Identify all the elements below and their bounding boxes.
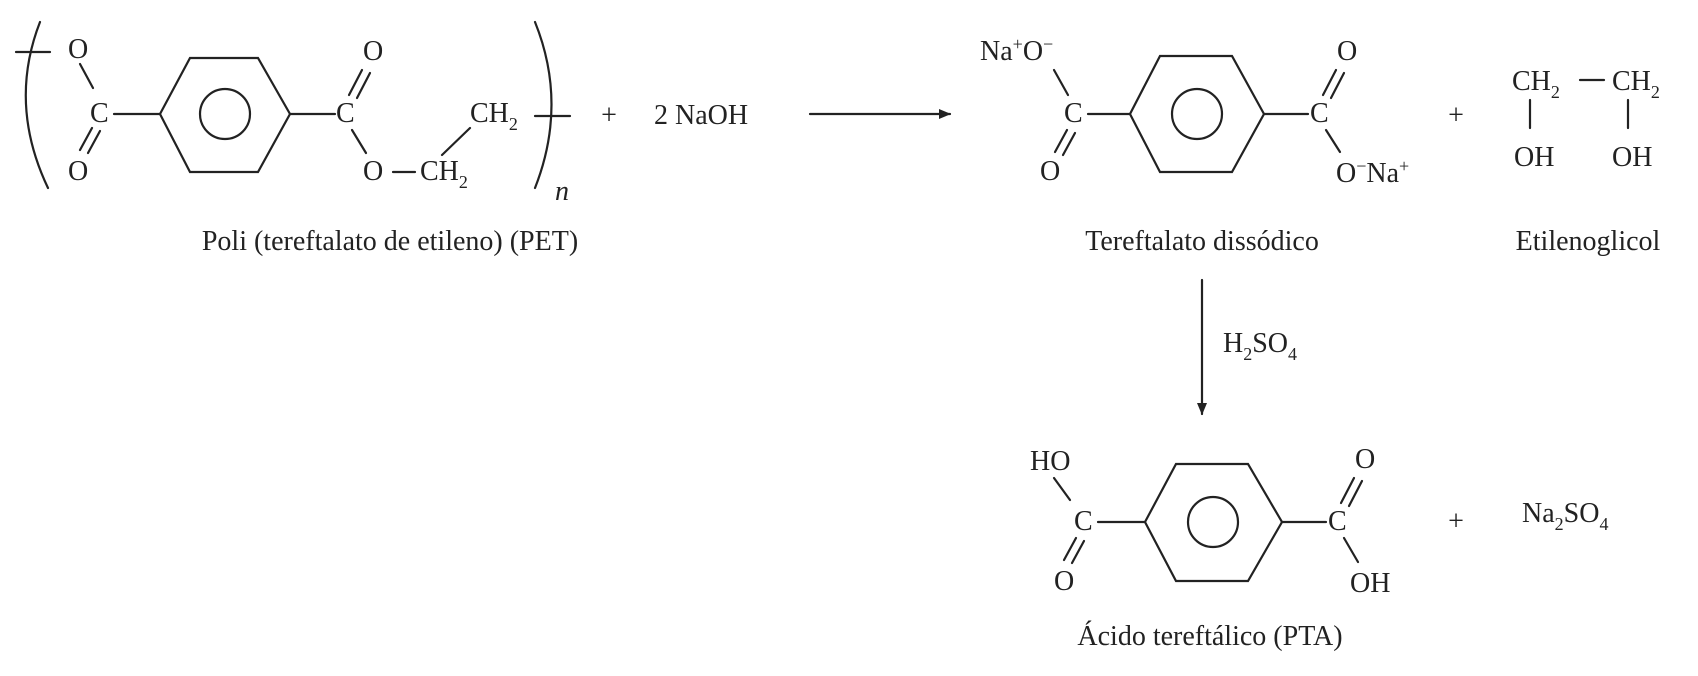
pet-benzene-ring: [158, 56, 292, 174]
eg-atom-oh-left: OH: [1514, 142, 1554, 173]
pet-bond: [78, 126, 94, 152]
tdn-bond: [1053, 128, 1069, 154]
plus-sign: +: [1448, 506, 1464, 537]
eg-atom-ch2-left: CH2: [1512, 66, 1560, 102]
pta-atom-o-top-right: O: [1355, 444, 1375, 475]
tdn-benzene-ring: [1128, 54, 1266, 174]
pta-bond: [1339, 476, 1356, 505]
pet-caption: Poli (tereftalato de etileno) (PET): [202, 226, 578, 257]
pta-bond: [1070, 539, 1086, 565]
pta-benzene-ring: [1143, 462, 1284, 583]
pet-aromatic-circle: [198, 87, 252, 141]
tdn-aromatic-circle: [1170, 87, 1224, 141]
pet-atom-ch2-upper: CH2: [470, 98, 518, 134]
pet-atom-o-bottom-left: O: [68, 156, 88, 187]
eg-caption: Etilenoglicol: [1516, 226, 1661, 257]
pta-bond: [1062, 536, 1078, 562]
sodium-sulfate: Na2SO4: [1522, 498, 1608, 534]
ethylene-glycol-structure: CH2 CH2 OH OH Etilenoglicol: [1512, 66, 1661, 257]
tdn-bond: [1061, 131, 1077, 157]
eg-atom-ch2-right: CH2: [1612, 66, 1660, 102]
pta-bond: [1342, 536, 1360, 564]
tdn-bond: [1324, 128, 1342, 154]
pet-atom-o-ester: O: [363, 156, 383, 187]
pta-atom-c-left: C: [1074, 506, 1093, 537]
pet-bond: [350, 128, 368, 155]
pet-atom-ch2-lower: CH2: [420, 156, 468, 192]
plus-sign: +: [1448, 100, 1464, 131]
eg-atom-oh-right: OH: [1612, 142, 1652, 173]
pta-atom-oh-right: OH: [1350, 568, 1390, 599]
pet-bond: [355, 71, 372, 100]
pta-atom-c-right: C: [1328, 506, 1347, 537]
tdn-atom-o-top-right: O: [1337, 36, 1357, 67]
h2so4-reagent: H2SO4: [1223, 328, 1297, 364]
pet-bond: [440, 126, 472, 157]
plus-sign: +: [601, 100, 617, 131]
tdn-bond: [1321, 68, 1338, 97]
pet-repeat-n: n: [555, 176, 569, 207]
pta-caption: Ácido tereftálico (PTA): [1077, 621, 1342, 652]
naoh-reagent: 2 NaOH: [654, 100, 748, 131]
tdn-atom-c-right: C: [1310, 98, 1329, 129]
pta-bond: [1347, 479, 1364, 508]
pta-aromatic-circle: [1186, 495, 1240, 549]
tdn-bond: [1329, 71, 1346, 100]
pet-atom-c-left: C: [90, 98, 109, 129]
pet-atom-c-right: C: [336, 98, 355, 129]
tdn-atom-c-left: C: [1064, 98, 1083, 129]
tdn-atom-na-o-left: Na+O−: [980, 34, 1053, 67]
pet-bond: [78, 62, 95, 90]
pet-bond: [347, 68, 364, 97]
tdn-atom-o-na-right: O−Na+: [1336, 156, 1409, 189]
pet-bond: [86, 129, 102, 155]
tdn-caption: Tereftalato dissódico: [1085, 226, 1319, 257]
tdn-bond: [1052, 68, 1070, 97]
disodium-terephthalate-structure: Na+O− C O C O O−Na+ Tereftalato dissódic…: [980, 34, 1409, 257]
terephthalic-acid-structure: HO C O C O OH Ácido tereftálico (PTA): [1030, 444, 1390, 652]
pet-atom-o-top-right: O: [363, 36, 383, 67]
pet-atom-o-top-left: O: [68, 34, 88, 65]
pet-left-bracket: [24, 20, 50, 190]
pet-right-bracket: [533, 20, 553, 190]
pta-atom-ho-left: HO: [1030, 446, 1070, 477]
pta-bond: [1052, 476, 1072, 502]
tdn-atom-o-bottom-left: O: [1040, 156, 1060, 187]
pet-structure: O C O C O O CH2 CH2 n Poli (tereftalato …: [14, 20, 578, 257]
pta-atom-o-bottom-left: O: [1054, 566, 1074, 597]
